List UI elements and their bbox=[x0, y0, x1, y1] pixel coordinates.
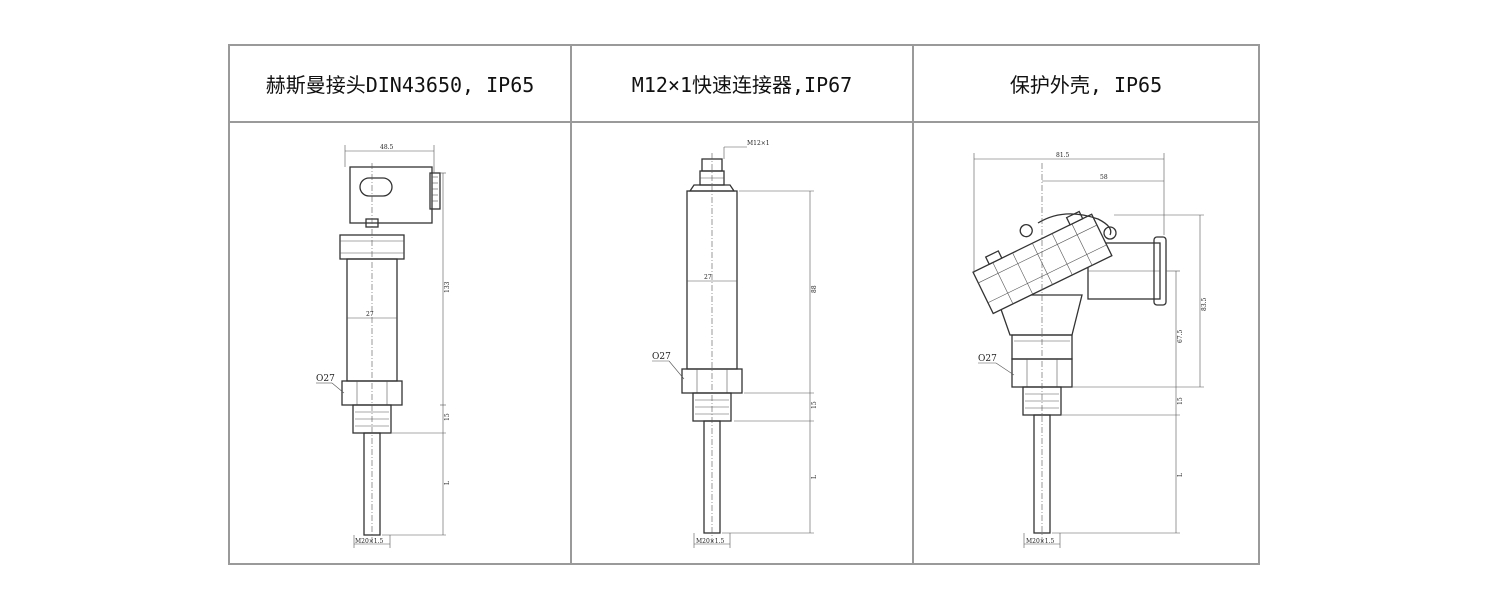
hirschmann-drawing: 27 48.5 133 15 L bbox=[316, 144, 451, 548]
dim-thread-length: 15 bbox=[811, 401, 818, 409]
m12-drawing: 27 M12×1 88 15 L M20×1.5 O bbox=[652, 140, 818, 548]
dim-width: 48.5 bbox=[380, 144, 394, 151]
dim-insert-length: L bbox=[811, 475, 818, 479]
dim-insert-length: L bbox=[1177, 473, 1184, 477]
cell-m12-drawing: 27 M12×1 88 15 L M20×1.5 O bbox=[570, 121, 914, 565]
cell-hirschmann-drawing: 27 48.5 133 15 L bbox=[228, 121, 572, 565]
header-hirschmann: 赫斯曼接头DIN43650, IP65 bbox=[228, 44, 572, 123]
dim-length: 88 bbox=[811, 285, 818, 293]
housing-drawing: 81.5 58 83.5 67.5 15 L M20×1.5 O27 bbox=[972, 152, 1208, 548]
dim-thread: M20×1.5 bbox=[355, 538, 384, 545]
dim-diameter: 27 bbox=[366, 311, 374, 318]
dim-hex: O27 bbox=[652, 352, 671, 362]
dim-insert-length: L bbox=[444, 481, 451, 485]
dim-connector: M12×1 bbox=[747, 140, 770, 147]
dim-thread-length: 15 bbox=[1177, 397, 1184, 405]
dim-diameter: 27 bbox=[704, 274, 712, 281]
header-row: 赫斯曼接头DIN43650, IP65 M12×1快速连接器,IP67 保护外壳… bbox=[228, 44, 1260, 123]
header-m12: M12×1快速连接器,IP67 bbox=[570, 44, 914, 123]
drawing-row: 27 48.5 133 15 L bbox=[228, 121, 1260, 565]
dim-thread: M20×1.5 bbox=[696, 538, 725, 545]
dim-thread: M20×1.5 bbox=[1026, 538, 1055, 545]
dim-width-outer: 81.5 bbox=[1056, 152, 1070, 159]
dim-height-mid: 67.5 bbox=[1177, 329, 1184, 343]
cell-housing-drawing: 81.5 58 83.5 67.5 15 L M20×1.5 O27 bbox=[912, 121, 1260, 565]
dim-hex: O27 bbox=[978, 354, 997, 364]
spec-table: 赫斯曼接头DIN43650, IP65 M12×1快速连接器,IP67 保护外壳… bbox=[228, 44, 1260, 565]
dim-thread-length: 15 bbox=[444, 413, 451, 421]
dim-width-inner: 58 bbox=[1100, 174, 1108, 181]
dim-length: 133 bbox=[444, 281, 451, 293]
header-housing: 保护外壳, IP65 bbox=[912, 44, 1260, 123]
dim-height-total: 83.5 bbox=[1201, 297, 1208, 311]
dim-hex: O27 bbox=[316, 374, 335, 384]
